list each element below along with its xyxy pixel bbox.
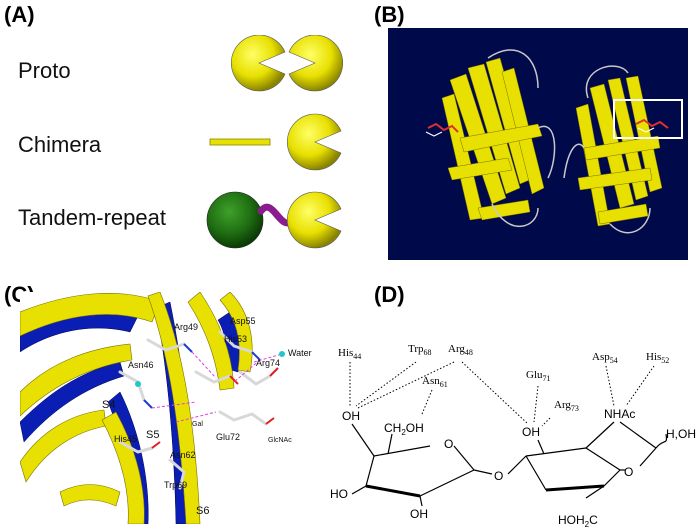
label-trp69: Trp69 [164, 480, 187, 490]
type-label-tandem-repeat: Tandem-repeat [18, 205, 166, 230]
label-gal: Gal [192, 421, 203, 428]
label-s5: S5 [146, 429, 159, 441]
atom-link-o: O [494, 469, 503, 483]
chimera-n-terminal-rod [209, 138, 271, 146]
res-asn61: Asn61 [422, 375, 448, 389]
res-asp54: Asp54 [592, 351, 618, 365]
label-asn46: Asn46 [128, 360, 154, 370]
label-water: Water [288, 348, 312, 358]
atom-oh-bottom: OH [410, 507, 428, 521]
tandem-crd-n [206, 191, 264, 249]
label-arg49: Arg49 [174, 322, 198, 332]
atom-hoh2c: HOH2C [558, 513, 598, 529]
lactosamine-interaction-diagram: His44 Trp68 Arg48 Asn61 Glu71 Arg73 Asp5… [330, 343, 696, 529]
atom-ring-o1: O [444, 437, 453, 451]
res-trp68: Trp68 [408, 343, 432, 357]
proto-crd-left [231, 35, 286, 92]
res-arg48: Arg48 [448, 343, 473, 357]
atom-oh-mid: OH [522, 425, 540, 439]
binding-site-closeup: Arg49 Asp55 His53 Water Arg74 Asn46 S4 H… [20, 292, 350, 524]
res-arg73: Arg73 [554, 399, 579, 413]
label-glu72: Glu72 [216, 432, 240, 442]
atom-nhac: NHAc [604, 407, 635, 421]
galectin-dimer-structure [388, 28, 688, 260]
atom-oh-top: OH [342, 409, 360, 423]
atom-ring-o2: O [624, 465, 633, 479]
panel-label-a: (A) [4, 2, 35, 27]
label-his53: His53 [224, 334, 247, 344]
label-s4: S4 [102, 399, 115, 411]
type-label-chimera: Chimera [18, 132, 102, 157]
panel-label-b: (B) [374, 2, 405, 27]
res-glu71: Glu71 [526, 369, 551, 383]
atom-ho-left: HO [330, 487, 348, 501]
atom-h-oh: H,OH [666, 427, 696, 441]
binding-site-box [613, 99, 683, 139]
label-glcnac: GlcNAc [268, 437, 292, 444]
chimera-crd [287, 113, 342, 171]
label-asp55: Asp55 [230, 316, 256, 326]
atom-ch2oh: CH2OH [384, 421, 424, 437]
galectin-types-diagram [206, 35, 343, 249]
res-his44: His44 [338, 347, 361, 361]
label-arg74: Arg74 [256, 358, 280, 368]
tandem-crd-c [287, 191, 342, 249]
label-s6: S6 [196, 505, 209, 517]
proto-crd-right [288, 35, 343, 92]
label-asn62: Asn62 [170, 450, 196, 460]
res-his52: His52 [646, 351, 669, 365]
panel-label-d: (D) [374, 282, 405, 307]
type-label-proto: Proto [18, 58, 71, 83]
label-his45: His45 [114, 434, 137, 444]
